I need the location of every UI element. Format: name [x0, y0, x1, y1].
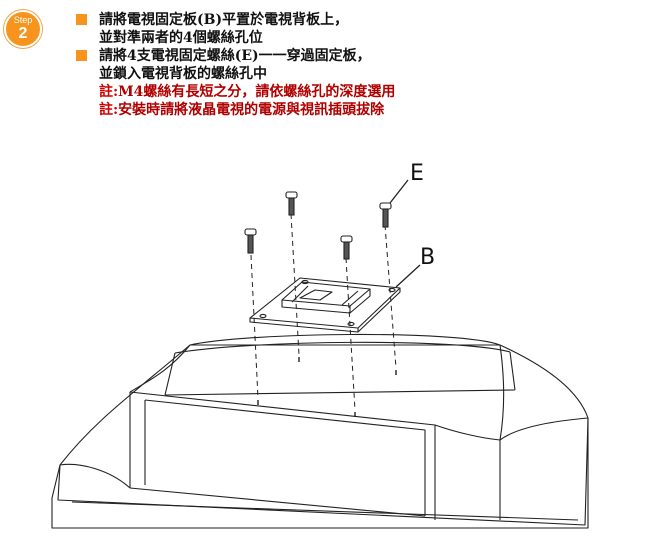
note-line-2: 註:安裝時請將液晶電視的電源與視訊插頭拔除 [76, 100, 395, 118]
screw-icon [379, 202, 392, 228]
instruction-text: 並鎖入電視背板的螺絲孔中 [99, 66, 267, 82]
instruction-list: 請將電視固定板(B)平置於電視背板上， 並對準兩者的4個螺絲孔位 請將4支電視固… [76, 10, 395, 118]
screw-icon [340, 235, 353, 260]
tv-back-panel [51, 333, 589, 529]
callout-e-label: E [410, 161, 424, 186]
callout-leaders [389, 179, 421, 288]
orange-square-bullet-icon [76, 13, 87, 25]
orange-square-bullet-icon [76, 49, 87, 61]
mounting-plate [249, 277, 401, 333]
instruction-line-3: 請將4支電視固定螺絲(E)一一穿過固定板， [76, 46, 395, 64]
step-badge: Step 2 [4, 10, 42, 48]
note-label: 註: [99, 84, 119, 100]
instruction-line-1: 請將電視固定板(B)平置於電視背板上， [76, 10, 395, 28]
screws [244, 191, 392, 260]
instruction-line-2: 並對準兩者的4個螺絲孔位 [76, 28, 395, 46]
step-word: Step [13, 15, 33, 25]
instruction-text: 請將4支電視固定螺絲(E)一一穿過固定板， [99, 48, 371, 64]
note-text: M4螺絲有長短之分，請依螺絲孔的深度選用 [118, 84, 396, 100]
note-text: 安裝時請將液晶電視的電源與視訊插頭拔除 [118, 102, 385, 118]
step-number: 2 [18, 25, 28, 42]
instruction-text: 請將電視固定板(B)平置於電視背板上， [99, 12, 349, 28]
instruction-text: 並對準兩者的4個螺絲孔位 [99, 30, 263, 46]
note-line-1: 註:M4螺絲有長短之分，請依螺絲孔的深度選用 [76, 82, 395, 100]
callout-b-label: B [420, 245, 435, 270]
note-label: 註: [99, 102, 119, 118]
screw-icon [244, 228, 257, 254]
alignment-guide-lines [250, 213, 397, 411]
instruction-line-4: 並鎖入電視背板的螺絲孔中 [76, 64, 395, 82]
screw-icon [285, 191, 298, 216]
tv-screw-holes [257, 357, 397, 417]
